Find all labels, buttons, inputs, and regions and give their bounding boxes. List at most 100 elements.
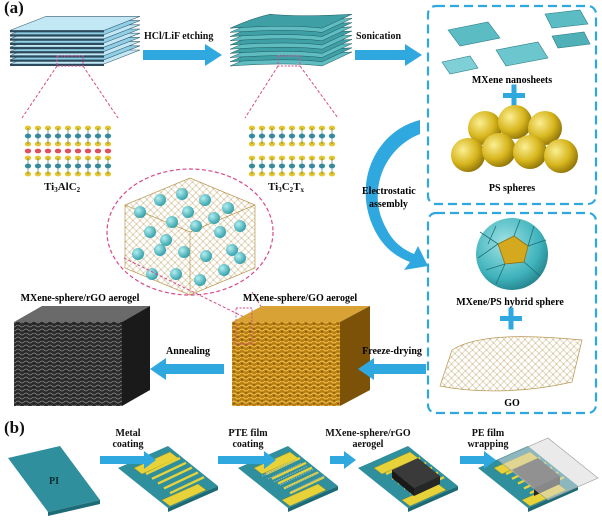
hybrid-sphere-label: MXene/PS hybrid sphere (456, 297, 564, 308)
zoom-sphere (134, 206, 146, 218)
annealing-label: Annealing (166, 346, 210, 357)
panel-a-label: (a) (4, 0, 24, 17)
zoom-sphere (154, 244, 166, 256)
etching-arrow (143, 44, 222, 66)
mxene-formula: Ti3C2Tx (268, 181, 304, 194)
aerogel-zoom-cube (124, 177, 256, 296)
zoom-sphere (160, 234, 172, 246)
zoom-sphere (214, 226, 226, 238)
pi-substrate (8, 446, 100, 516)
zoom-sphere (190, 220, 202, 232)
aerogel-block-front (414, 476, 440, 496)
zoom-sphere (226, 244, 238, 256)
process-arrow (460, 451, 496, 469)
process-arrow (330, 451, 356, 469)
max-phase-zoom-box (56, 55, 84, 67)
assembly-label: assembly (369, 199, 408, 210)
crystal-atom (104, 148, 112, 154)
zoom-sphere (222, 202, 234, 214)
zoom-sphere (208, 212, 220, 224)
electrostatic-label: Electrostatic (362, 186, 416, 197)
electrode-finger (289, 476, 325, 495)
annealing-arrow (150, 358, 224, 380)
freeze-drying-label: Freeze-drying (362, 346, 422, 357)
zoom-sphere (144, 226, 156, 238)
ps-spheres-illustration (451, 105, 578, 173)
max-phase-layer-edge (10, 47, 104, 50)
aerogel-block-top (392, 458, 440, 488)
hybrid-sphere-illustration (476, 218, 548, 290)
electrode-finger (157, 466, 193, 485)
zoom-sphere (146, 268, 158, 280)
mxene-crystal (248, 125, 336, 177)
process-arrow (218, 451, 276, 469)
mxene-nanosheets-illustration (441, 9, 591, 75)
pte-film-line (279, 468, 315, 486)
zoom-sphere (166, 216, 178, 228)
hybrid-dashed-box (426, 211, 598, 415)
mxene-nanosheets-label: MXene nanosheets (472, 75, 552, 86)
max-phase-stack (9, 16, 141, 66)
pte-film-line (261, 459, 297, 477)
rgo-aerogel-cube (14, 306, 150, 406)
electrode-pad (161, 483, 207, 507)
max-phase-crystal (24, 125, 112, 177)
zoom-sphere (170, 268, 182, 280)
electrode-finger (151, 461, 187, 480)
crystal-atom (84, 148, 92, 154)
panel-b-label: (b) (4, 418, 25, 437)
pi-label: PI (49, 476, 59, 487)
substrate-1-edge (168, 486, 218, 512)
zoom-sphere (194, 274, 206, 286)
process-arrow (100, 451, 156, 469)
sonication-arrow (355, 44, 422, 66)
crystal-atom (74, 148, 82, 154)
zoom-sphere (154, 194, 166, 206)
crystal-atom (64, 148, 72, 154)
zoom-sphere (199, 194, 211, 206)
zoom-sphere (176, 188, 188, 200)
plus-sign-2 (500, 307, 522, 330)
crystal-atom (44, 148, 52, 154)
electrode-finger (277, 466, 313, 485)
zoom-sphere (234, 220, 246, 232)
sonication-label: Sonication (356, 31, 402, 42)
crystal-atom (24, 148, 32, 154)
max-phase-zoom-lines (21, 65, 119, 119)
rgo-aerogel-label: MXene-sphere/rGO aerogel (21, 293, 140, 304)
zoom-sphere (234, 252, 246, 264)
pte-film-line (291, 474, 327, 492)
zoom-sphere (178, 246, 190, 258)
electrode-finger (163, 471, 199, 490)
max-phase-formula: Ti3AlC2 (44, 181, 81, 194)
zoom-sphere (182, 206, 194, 218)
electrode-pad (281, 483, 327, 507)
electrode-finger (283, 471, 319, 490)
freeze-drying-arrow (358, 358, 426, 380)
zoom-sphere (218, 264, 230, 276)
assembly-curved-arrow (365, 120, 428, 270)
mxene-zoom-lines (244, 65, 339, 119)
ps-spheres-label: PS spheres (489, 183, 535, 194)
go-sheet-illustration (439, 336, 583, 392)
pte-film-line (285, 471, 321, 489)
go-aerogel-cube (232, 306, 370, 406)
substrate-3-edge (408, 486, 458, 512)
max-phase-layer-edge (10, 30, 104, 33)
electrode-finger (145, 456, 181, 476)
plus-sign-1 (503, 84, 525, 107)
max-phase-layer-edge (10, 34, 104, 37)
max-phase-layer-edge (10, 43, 104, 45)
substrate-2-edge (288, 486, 338, 512)
zoom-sphere (200, 250, 212, 262)
go-aerogel-label: MXene-sphere/GO aerogel (243, 293, 358, 304)
mxene-zoom-box (277, 55, 301, 67)
mxene-stack (229, 13, 353, 67)
max-phase-layer-edge (10, 38, 104, 41)
go-label: GO (504, 398, 520, 409)
